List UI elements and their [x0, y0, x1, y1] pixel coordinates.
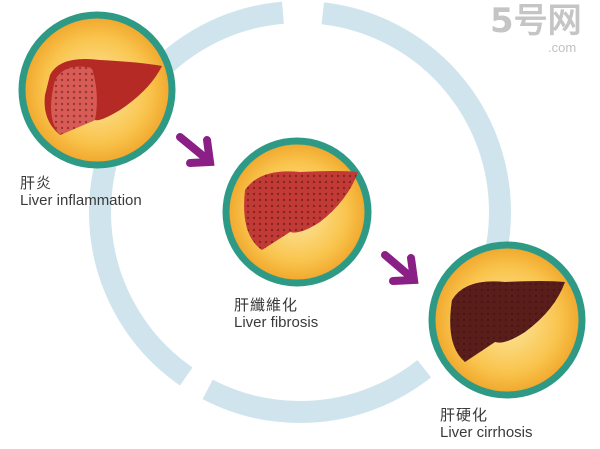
stage-3-en: Liver cirrhosis: [440, 424, 533, 441]
stage-3-zh: 肝硬化: [440, 406, 489, 424]
cycle-ring: [89, 1, 511, 423]
watermark-logo: 5号网: [490, 1, 582, 41]
stage-1-en: Liver inflammation: [20, 192, 142, 209]
stage-2-circle: [222, 137, 372, 287]
stage-1-circle: [18, 11, 176, 169]
stage-3-label: 肝硬化 Liver cirrhosis: [440, 406, 533, 442]
arrow-icon: [176, 133, 215, 167]
watermark-suffix: .com: [548, 40, 577, 55]
arrow-icon: [381, 251, 419, 285]
stage-1-label: 肝炎 Liver inflammation: [20, 174, 142, 210]
stage-1-zh: 肝炎: [20, 174, 53, 192]
stage-2-label: 肝纖維化 Liver fibrosis: [234, 296, 318, 332]
stage-2-zh: 肝纖維化: [234, 296, 299, 314]
stage-2-en: Liver fibrosis: [234, 314, 319, 331]
stage-3-circle: [428, 241, 586, 399]
